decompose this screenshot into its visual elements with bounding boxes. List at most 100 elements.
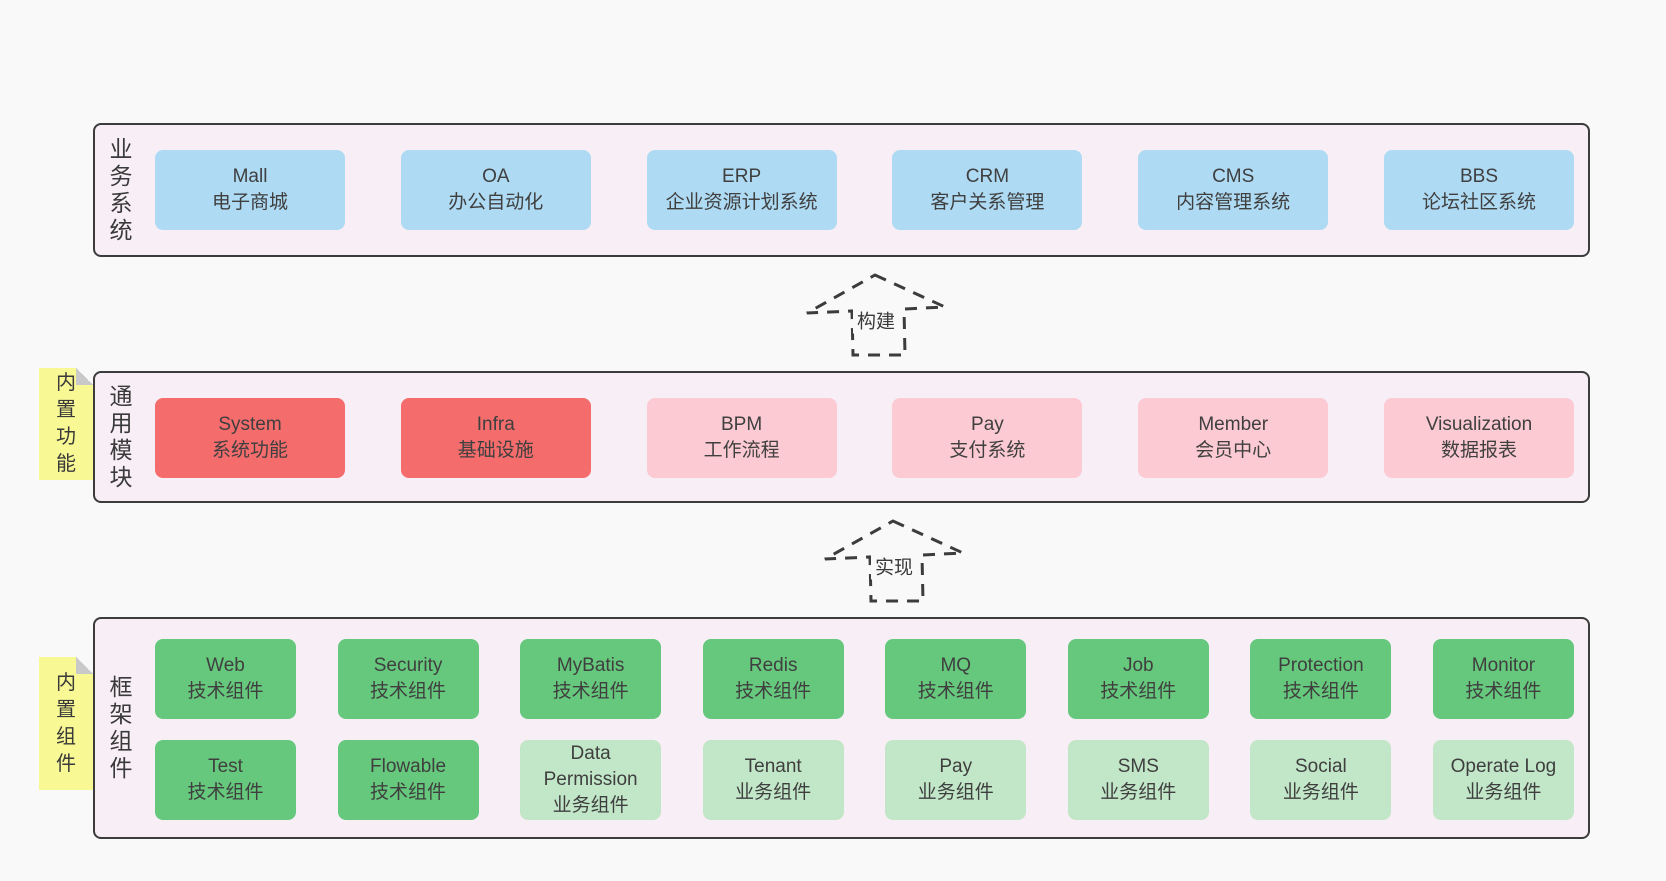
box-infra: Infra 基础设施: [400, 398, 591, 478]
box-subtitle: 技术组件: [1465, 681, 1542, 702]
box-tenant: Tenant 业务组件: [702, 740, 844, 820]
box-test: Test 技术组件: [155, 740, 296, 820]
box-oa: OA 办公自动化: [400, 150, 591, 230]
implement-arrow-label: 实现: [870, 552, 918, 580]
box-title: CMS: [1212, 166, 1255, 187]
box-subtitle: 业务组件: [735, 782, 812, 803]
box-subtitle: 技术组件: [1100, 681, 1177, 702]
box-cms: CMS 内容管理系统: [1138, 150, 1329, 230]
box-subtitle: 技术组件: [187, 681, 264, 702]
box-monitor: Monitor 技术组件: [1432, 639, 1574, 719]
box-subtitle: 论坛社区系统: [1421, 192, 1536, 213]
box-title: Pay: [971, 414, 1004, 435]
box-subtitle: 客户关系管理: [930, 192, 1045, 213]
box-protection: Protection 技术组件: [1250, 639, 1392, 719]
box-crm: CRM 客户关系管理: [892, 150, 1083, 230]
box-subtitle: 技术组件: [370, 681, 447, 702]
box-title: CRM: [965, 166, 1010, 187]
box-social: Social 业务组件: [1250, 740, 1392, 820]
box-title: Redis: [748, 655, 798, 676]
box-title: Visualization: [1425, 414, 1533, 435]
box-title: MQ: [940, 655, 972, 676]
box-subtitle: 基础设施: [457, 440, 534, 461]
built-in-features-tab: 内 置 功 能: [39, 368, 93, 480]
box-title: Flowable: [370, 756, 447, 777]
box-mq: MQ 技术组件: [885, 639, 1027, 719]
business-systems-label: 业 务 系 统: [109, 136, 133, 243]
up-arrow-dashed-icon: [806, 273, 946, 357]
box-title: System: [218, 414, 282, 435]
modules-box-row: System 系统功能 Infra 基础设施 BPM 工作流程 Pay 支付系统…: [155, 398, 1574, 478]
box-subtitle: 技术组件: [552, 681, 629, 702]
box-subtitle: 技术组件: [1282, 681, 1359, 702]
box-pay-component: Pay 业务组件: [885, 740, 1027, 820]
box-title: Infra: [476, 414, 515, 435]
framework-row-1: Web 技术组件 Security 技术组件 MyBatis 技术组件 Redi…: [155, 639, 1574, 719]
box-subtitle: 技术组件: [370, 782, 447, 803]
box-subtitle: 技术组件: [917, 681, 994, 702]
box-title: Monitor: [1471, 655, 1536, 676]
box-flowable: Flowable 技术组件: [337, 740, 479, 820]
box-operate-log: Operate Log 业务组件: [1432, 740, 1574, 820]
box-title: BBS: [1459, 166, 1498, 187]
box-subtitle: 企业资源计划系统: [665, 192, 818, 213]
box-title: Operate Log: [1450, 756, 1557, 777]
business-box-row: Mall 电子商城 OA 办公自动化 ERP 企业资源计划系统 CRM 客户关系…: [155, 150, 1574, 230]
box-sms: SMS 业务组件: [1067, 740, 1209, 820]
box-title: OA: [482, 166, 510, 187]
box-title: Tenant: [744, 756, 802, 777]
box-title: BPM: [721, 414, 763, 435]
business-systems-band: 业 务 系 统 Mall 电子商城 OA 办公自动化 ERP 企业资源计划系统 …: [93, 123, 1590, 257]
box-data-permission: Data Permission 业务组件: [520, 740, 662, 820]
box-subtitle: 支付系统: [949, 440, 1026, 461]
box-title: Test: [208, 756, 243, 777]
box-web: Web 技术组件: [155, 639, 296, 719]
box-subtitle: 技术组件: [187, 782, 264, 803]
box-subtitle: 技术组件: [735, 681, 812, 702]
box-redis: Redis 技术组件: [702, 639, 844, 719]
box-title: Social: [1295, 756, 1347, 777]
box-bbs: BBS 论坛社区系统: [1383, 150, 1574, 230]
box-subtitle: 业务组件: [552, 795, 629, 816]
up-arrow-dashed-icon: [824, 519, 964, 603]
box-subtitle: 内容管理系统: [1176, 192, 1291, 213]
box-erp: ERP 企业资源计划系统: [646, 150, 837, 230]
common-modules-band: 通 用 模 块 System 系统功能 Infra 基础设施 BPM 工作流程 …: [93, 371, 1590, 503]
box-title: Web: [206, 655, 245, 676]
box-bpm: BPM 工作流程: [646, 398, 837, 478]
box-title: Member: [1198, 414, 1269, 435]
box-security: Security 技术组件: [337, 639, 479, 719]
box-title: Protection: [1278, 655, 1364, 676]
box-title: MyBatis: [556, 655, 625, 676]
box-subtitle: 业务组件: [1465, 782, 1542, 803]
built-in-components-tab: 内 置 组 件: [39, 657, 93, 790]
box-subtitle: 会员中心: [1195, 440, 1272, 461]
box-subtitle: 工作流程: [703, 440, 780, 461]
box-title: Data Permission: [543, 743, 638, 790]
box-subtitle: 业务组件: [1100, 782, 1177, 803]
box-mybatis: MyBatis 技术组件: [520, 639, 662, 719]
box-visualization: Visualization 数据报表: [1383, 398, 1574, 478]
box-subtitle: 数据报表: [1440, 440, 1517, 461]
common-modules-label: 通 用 模 块: [109, 383, 133, 490]
box-title: Job: [1122, 655, 1154, 676]
box-title: ERP: [722, 166, 762, 187]
box-member: Member 会员中心: [1138, 398, 1329, 478]
box-subtitle: 系统功能: [211, 440, 288, 461]
box-title: SMS: [1117, 756, 1159, 777]
box-job: Job 技术组件: [1067, 639, 1209, 719]
box-pay-module: Pay 支付系统: [892, 398, 1083, 478]
framework-components-label: 框 架 组 件: [109, 674, 133, 781]
box-mall: Mall 电子商城: [155, 150, 345, 230]
framework-components-band: 框 架 组 件 Web 技术组件 Security 技术组件 MyBatis 技…: [93, 617, 1590, 839]
box-title: Mall: [232, 166, 268, 187]
box-title: Pay: [939, 756, 973, 777]
box-title: Security: [373, 655, 443, 676]
box-subtitle: 办公自动化: [448, 192, 544, 213]
box-subtitle: 业务组件: [917, 782, 994, 803]
build-arrow-label: 构建: [852, 306, 900, 334]
build-arrow: 构建: [800, 268, 952, 360]
box-subtitle: 电子商城: [211, 192, 288, 213]
box-subtitle: 业务组件: [1282, 782, 1359, 803]
framework-row-2: Test 技术组件 Flowable 技术组件 Data Permission …: [155, 740, 1574, 820]
